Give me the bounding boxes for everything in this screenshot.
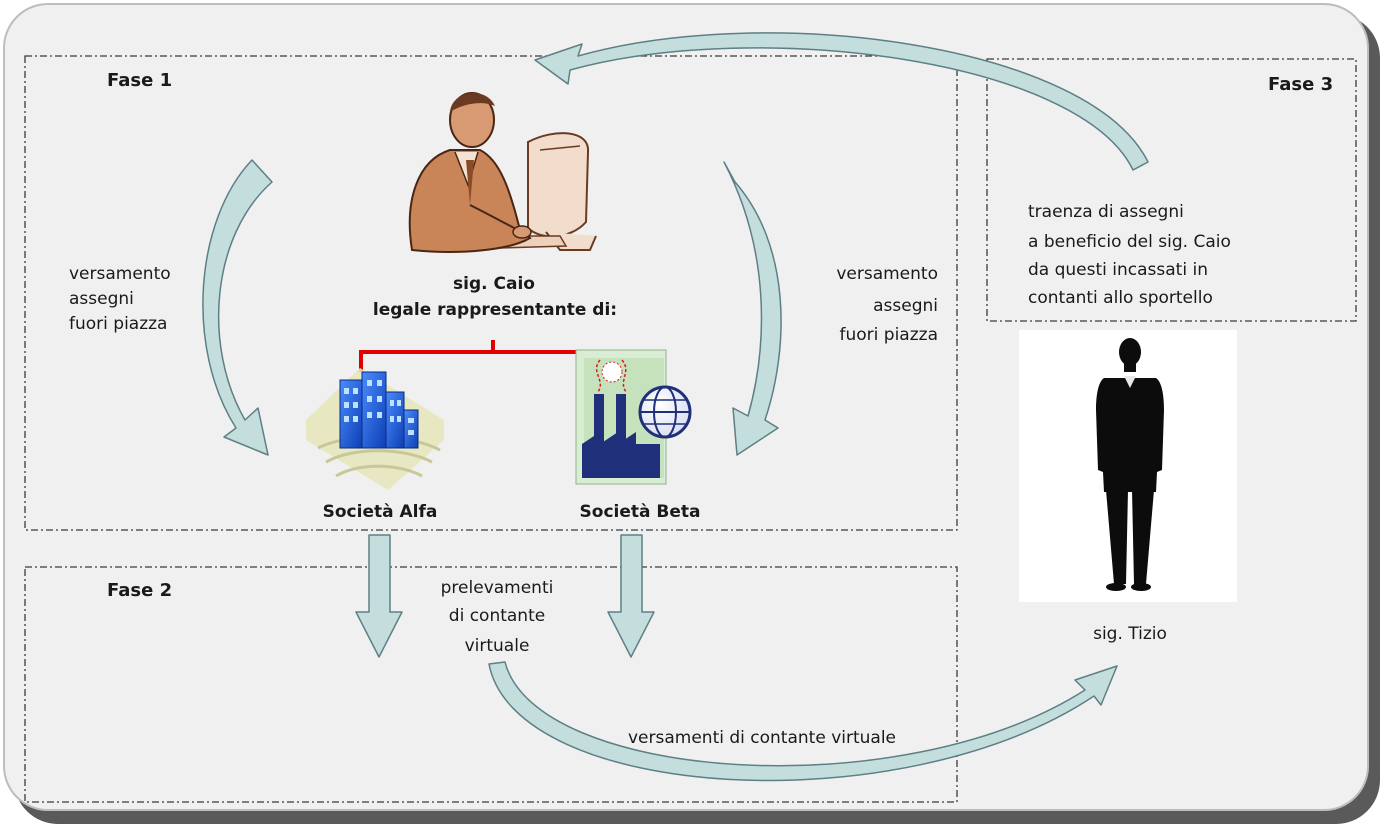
tizio-name: sig. Tizio (1093, 624, 1167, 644)
office-building-icon (306, 368, 444, 490)
withdrawals-label-line-2: di contante (448, 606, 546, 626)
phase-3-description-line-3: da questi incassati in (1028, 260, 1208, 280)
phase-2-title: Fase 2 (107, 580, 173, 601)
right-curved-arrow (723, 161, 782, 456)
shirt-collar (1124, 376, 1136, 388)
left-deposit-label-line-2: assegni (69, 289, 134, 309)
phase-3-description-line-4: contanti allo sportello (1028, 288, 1213, 308)
right-deposit-label-line-3: fuori piazza (839, 325, 938, 345)
withdrawals-label-line-3: virtuale (464, 636, 530, 656)
withdrawals-label-line-1: prelevamenti (440, 578, 554, 598)
left-curved-arrow (202, 159, 273, 456)
factory-globe-icon (575, 349, 692, 485)
phase-3-description-line-1: traenza di assegni (1028, 202, 1184, 222)
phase-3-box (986, 58, 1357, 322)
virtual-cash-deposits-label: versamenti di contante virtuale (628, 728, 897, 748)
phase-3-title: Fase 3 (1268, 74, 1334, 95)
company-alfa-label: Società Alfa (322, 502, 438, 522)
left-deposit-label-line-3: fuori piazza (69, 314, 168, 334)
businessman-silhouette-icon (1096, 338, 1164, 591)
right-deposit-label-line-2: assegni (873, 296, 938, 316)
top-curved-arrow (534, 32, 1149, 171)
caio-role: legale rappresentante di: (372, 300, 618, 320)
phase-1-box (24, 55, 958, 531)
company-beta-label: Società Beta (579, 502, 701, 522)
phase-3-description-line-2: a beneficio del sig. Caio (1028, 232, 1231, 252)
left-deposit-label-line-1: versamento (69, 264, 171, 284)
down-arrow-alfa (355, 534, 403, 658)
phase-1-title: Fase 1 (107, 70, 173, 91)
bottom-curved-arrow (488, 661, 1118, 782)
caio-name: sig. Caio (453, 274, 535, 294)
down-arrow-beta (607, 534, 655, 658)
phase-2-box (24, 566, 958, 803)
person-at-computer-icon (408, 92, 597, 253)
right-deposit-label-line-1: versamento (836, 264, 938, 284)
